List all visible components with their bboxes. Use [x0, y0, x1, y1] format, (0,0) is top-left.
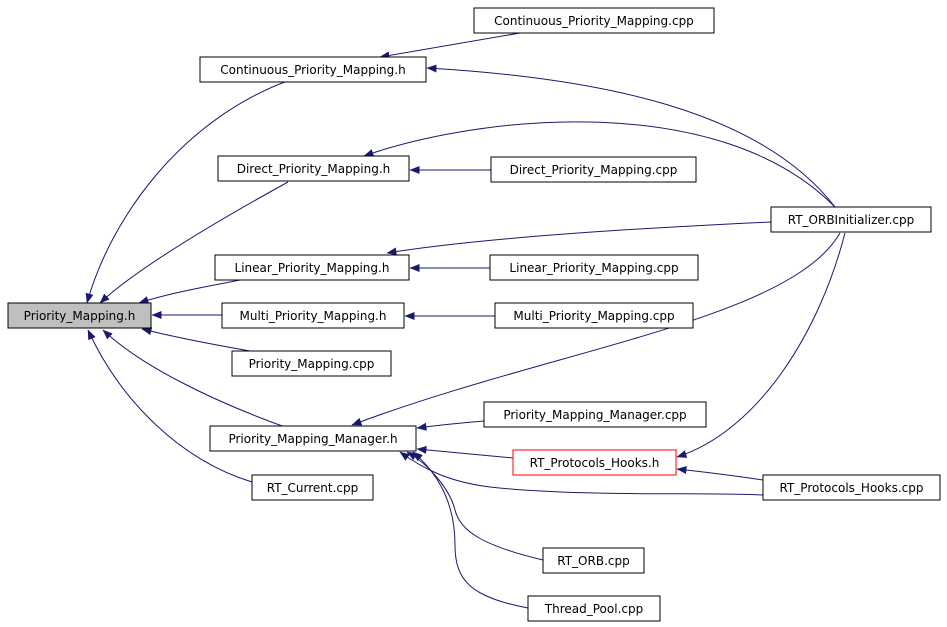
node-direct-priority-mapping-h[interactable]: Direct_Priority_Mapping.h	[217, 155, 410, 182]
node-priority-mapping-manager-h[interactable]: Priority_Mapping_Manager.h	[209, 425, 417, 452]
node-multi-priority-mapping-cpp-label: Multi_Priority_Mapping.cpp	[513, 309, 674, 323]
node-linear-priority-mapping-cpp-label: Linear_Priority_Mapping.cpp	[509, 261, 678, 275]
node-priority-mapping-cpp[interactable]: Priority_Mapping.cpp	[231, 350, 392, 377]
node-linear-priority-mapping-cpp[interactable]: Linear_Priority_Mapping.cpp	[489, 254, 699, 281]
edge-manager-h-to-priority-mapping-h	[102, 329, 286, 428]
node-thread-pool-cpp-label: Thread_Pool.cpp	[544, 602, 643, 616]
edge-rt-protocols-hooks-cpp-to-rt-protocols-hooks-h	[676, 466, 764, 481]
edge-manager-cpp-to-manager-h	[416, 420, 485, 431]
node-rt-protocols-hooks-h[interactable]: RT_Protocols_Hooks.h	[512, 449, 677, 476]
edge-rt-orbinitializer-to-linear-h	[386, 221, 772, 256]
node-continuous-priority-mapping-cpp[interactable]: Continuous_Priority_Mapping.cpp	[473, 7, 715, 34]
node-multi-priority-mapping-h[interactable]: Multi_Priority_Mapping.h	[221, 302, 405, 329]
edge-rt-orbinitializer-to-manager-h	[351, 232, 841, 426]
node-priority-mapping-cpp-label: Priority_Mapping.cpp	[249, 357, 375, 371]
node-continuous-priority-mapping-cpp-label: Continuous_Priority_Mapping.cpp	[494, 14, 694, 28]
node-rt-current-cpp-label: RT_Current.cpp	[267, 481, 359, 495]
edge-direct-h-to-priority-mapping-h	[99, 181, 289, 304]
edge-continuous-h-to-priority-mapping-h	[85, 79, 291, 304]
node-rt-protocols-hooks-cpp[interactable]: RT_Protocols_Hooks.cpp	[762, 474, 941, 501]
node-rt-protocols-hooks-cpp-label: RT_Protocols_Hooks.cpp	[780, 481, 924, 495]
node-priority-mapping-h-label: Priority_Mapping.h	[24, 309, 136, 323]
edge-rt-current-cpp-to-priority-mapping-h	[87, 329, 253, 483]
node-direct-priority-mapping-cpp-label: Direct_Priority_Mapping.cpp	[510, 163, 678, 177]
node-rt-orb-cpp[interactable]: RT_ORB.cpp	[542, 547, 645, 574]
node-priority-mapping-manager-h-label: Priority_Mapping_Manager.h	[228, 432, 397, 446]
node-direct-priority-mapping-cpp[interactable]: Direct_Priority_Mapping.cpp	[490, 156, 697, 183]
node-multi-priority-mapping-h-label: Multi_Priority_Mapping.h	[240, 309, 387, 323]
edge-rt-orbinitializer-to-rt-protocols-hooks-h	[676, 232, 846, 458]
edge-thread-pool-cpp-to-manager-h	[412, 451, 529, 609]
node-direct-priority-mapping-h-label: Direct_Priority_Mapping.h	[237, 162, 391, 176]
edge-linear-h-to-priority-mapping-h	[138, 279, 241, 304]
node-continuous-priority-mapping-h[interactable]: Continuous_Priority_Mapping.h	[199, 56, 427, 83]
node-multi-priority-mapping-cpp[interactable]: Multi_Priority_Mapping.cpp	[494, 302, 694, 329]
node-priority-mapping-manager-cpp-label: Priority_Mapping_Manager.cpp	[503, 408, 686, 422]
edge-rt-protocols-hooks-cpp-to-manager-h	[399, 451, 764, 496]
node-continuous-priority-mapping-h-label: Continuous_Priority_Mapping.h	[220, 63, 405, 77]
edge-rt-orbinitializer-to-continuous-h	[426, 64, 836, 208]
edges	[85, 32, 846, 609]
node-rt-orb-cpp-label: RT_ORB.cpp	[557, 554, 629, 568]
node-linear-priority-mapping-h[interactable]: Linear_Priority_Mapping.h	[214, 254, 410, 281]
node-rt-orbinitializer-cpp-label: RT_ORBInitializer.cpp	[788, 213, 915, 227]
node-rt-protocols-hooks-h-label: RT_Protocols_Hooks.h	[530, 456, 660, 470]
edge-continuous-cpp-to-continuous-h	[379, 32, 521, 60]
edge-rt-orbinitializer-to-direct-h	[363, 121, 836, 208]
node-priority-mapping-manager-cpp[interactable]: Priority_Mapping_Manager.cpp	[483, 401, 707, 428]
node-linear-priority-mapping-h-label: Linear_Priority_Mapping.h	[235, 261, 390, 275]
edge-priority-mapping-cpp-to-priority-mapping-h	[141, 327, 251, 352]
edge-rt-protocols-hooks-h-to-manager-h	[416, 445, 514, 459]
node-thread-pool-cpp[interactable]: Thread_Pool.cpp	[527, 595, 661, 622]
node-priority-mapping-h[interactable]: Priority_Mapping.h	[7, 302, 152, 329]
node-rt-orbinitializer-cpp[interactable]: RT_ORBInitializer.cpp	[770, 206, 932, 233]
node-rt-current-cpp[interactable]: RT_Current.cpp	[251, 474, 374, 501]
